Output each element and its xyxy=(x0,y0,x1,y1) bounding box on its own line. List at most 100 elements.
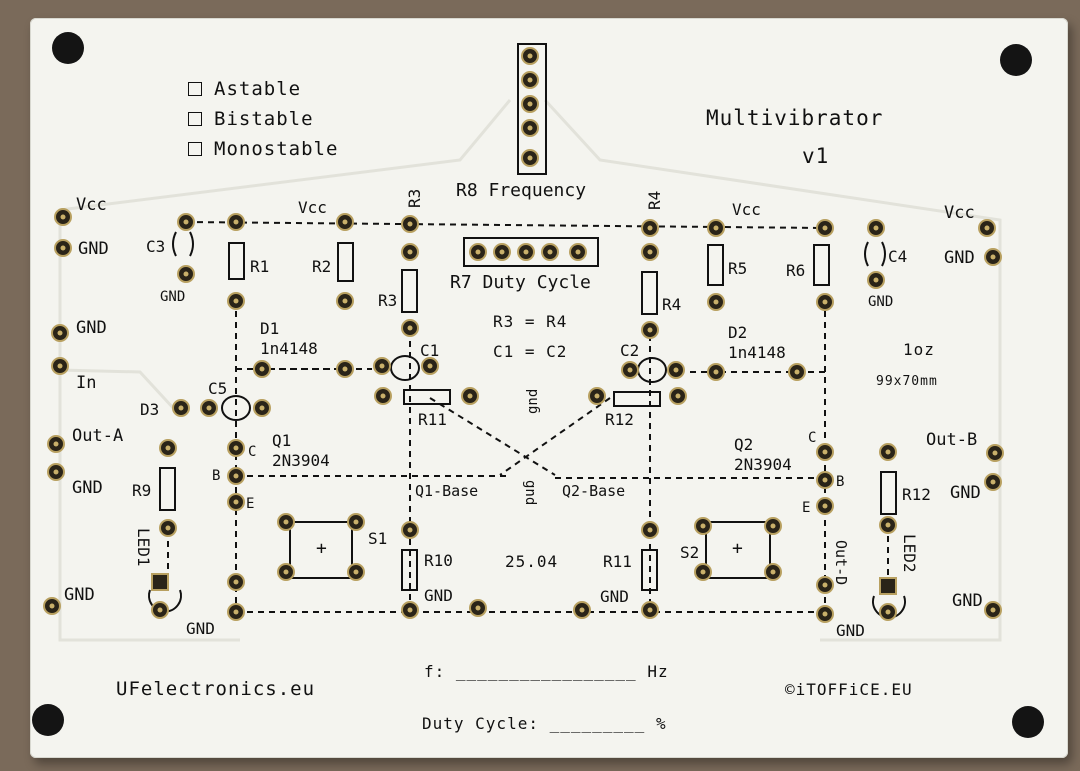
gnd-vertical-top-label: gnd xyxy=(525,389,541,414)
out-d-label: Out-D xyxy=(832,540,850,585)
mounting-hole-icon xyxy=(1000,44,1032,76)
switch-s1-body xyxy=(289,521,353,579)
pad-hole xyxy=(283,519,289,525)
pad-hole xyxy=(992,450,998,456)
resistor-r3-body xyxy=(401,269,418,313)
pad-hole xyxy=(647,249,653,255)
r9-label: R9 xyxy=(132,481,151,500)
pad-hole xyxy=(53,441,59,447)
pad-hole xyxy=(353,569,359,575)
pad-hole xyxy=(822,582,828,588)
pad-hole xyxy=(627,367,633,373)
pad-hole xyxy=(822,611,828,617)
equation-c1-c2: C1 = C2 xyxy=(493,342,568,361)
pad-hole xyxy=(547,249,553,255)
pad-hole xyxy=(527,77,533,83)
q1-c-pin-label: C xyxy=(248,444,256,460)
q2-part-label: 2N3904 xyxy=(734,455,792,474)
r3-side-label: R3 xyxy=(378,291,397,310)
pad-hole xyxy=(380,393,386,399)
pad-hole xyxy=(990,607,996,613)
r6-label: R6 xyxy=(786,261,805,280)
mode-monostable: Monostable xyxy=(188,134,338,164)
gnd-left-top-label: GND xyxy=(78,239,109,259)
equation-r3-r4: R3 = R4 xyxy=(493,312,568,331)
pad-hole xyxy=(342,298,348,304)
r2-label: R2 xyxy=(312,257,331,276)
gnd-c4-label: GND xyxy=(868,294,893,310)
r10-label: R10 xyxy=(424,551,453,570)
mode-list: Astable Bistable Monostable xyxy=(188,74,338,164)
resistor-r5-body xyxy=(707,244,724,286)
gnd-right-bottom-label: GND xyxy=(952,591,983,611)
duty-cycle-label: Duty Cycle: xyxy=(422,714,539,733)
out-a-label: Out-A xyxy=(72,426,123,446)
pad-hole xyxy=(49,603,55,609)
duty-cycle-field: Duty Cycle: _________ % xyxy=(422,714,667,733)
pad-hole xyxy=(342,366,348,372)
q1-base-label: Q1-Base xyxy=(415,482,478,500)
pad-hole xyxy=(822,477,828,483)
checkbox-icon xyxy=(188,82,202,96)
pad-hole xyxy=(647,225,653,231)
pad-hole xyxy=(407,325,413,331)
resistor-r2-body xyxy=(337,242,354,282)
pad-hole xyxy=(700,569,706,575)
mode-label: Monostable xyxy=(214,138,339,160)
pad-hole xyxy=(57,363,63,369)
pad-hole xyxy=(713,369,719,375)
q2-e-pin-label: E xyxy=(802,500,810,516)
mode-astable: Astable xyxy=(188,74,338,104)
size-label: 99x70mm xyxy=(876,374,938,389)
resistor-r9-body xyxy=(159,467,176,511)
pad-hole xyxy=(673,367,679,373)
pad-hole xyxy=(499,249,505,255)
pad-hole xyxy=(157,607,163,613)
q1-e-pin-label: E xyxy=(246,496,254,512)
mode-label: Bistable xyxy=(214,108,314,130)
q2-label: Q2 xyxy=(734,435,753,454)
c1-label: C1 xyxy=(420,341,439,360)
d2-label: D2 xyxy=(728,323,747,342)
r7-label: R7 Duty Cycle xyxy=(450,272,591,293)
pad-hole xyxy=(770,569,776,575)
pad-hole xyxy=(233,445,239,451)
resistor-r11b-body xyxy=(641,549,658,591)
pad-hole xyxy=(527,125,533,131)
gnd-out-b-label: GND xyxy=(950,483,981,503)
pad-hole xyxy=(53,469,59,475)
pad-hole xyxy=(523,249,529,255)
pad-hole xyxy=(57,330,63,336)
pad-hole xyxy=(233,579,239,585)
pad-hole xyxy=(233,298,239,304)
pad-hole xyxy=(822,299,828,305)
duty-cycle-unit: % xyxy=(655,714,667,733)
board-title: Multivibrator xyxy=(706,106,884,130)
pad-hole xyxy=(206,405,212,411)
pad-hole xyxy=(60,245,66,251)
out-b-label: Out-B xyxy=(926,430,977,450)
d1-part-label: 1n4148 xyxy=(260,339,318,358)
pad-hole xyxy=(990,254,996,260)
pad-hole xyxy=(259,405,265,411)
pad-hole xyxy=(579,607,585,613)
resistor-r12h-body xyxy=(613,391,661,407)
pad-hole xyxy=(407,249,413,255)
pad-hole xyxy=(885,522,891,528)
duty-cycle-blank: _________ xyxy=(549,714,646,733)
gnd-s2-label: GND xyxy=(600,587,629,606)
r7-header-outline xyxy=(463,237,599,267)
pad-hole xyxy=(873,277,879,283)
pad-hole xyxy=(407,221,413,227)
pad-hole xyxy=(233,499,239,505)
pad-hole xyxy=(407,527,413,533)
pad-hole xyxy=(675,393,681,399)
r11-label: R11 xyxy=(418,410,447,429)
gnd-left-bottom-label: GND xyxy=(64,585,95,605)
pad-hole xyxy=(475,249,481,255)
r4-side-label: R4 xyxy=(662,295,681,314)
pad-hole xyxy=(165,525,171,531)
gnd-right-top-label: GND xyxy=(944,248,975,268)
